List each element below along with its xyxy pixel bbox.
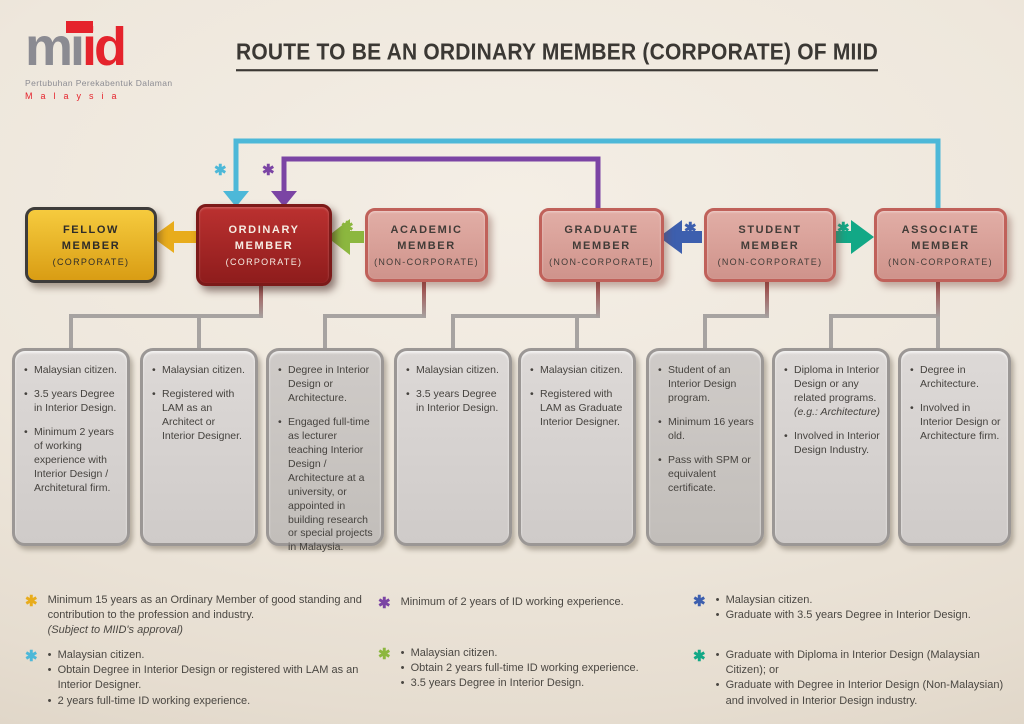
legend-asterisk-yellow: ✱ bbox=[25, 593, 38, 610]
member-box-student: STUDENT MEMBER (NON-CORPORATE) bbox=[704, 208, 836, 282]
member-name: ASSOCIATE MEMBER bbox=[901, 223, 980, 252]
member-name: ORDINARY MEMBER bbox=[228, 223, 300, 252]
logo-subtitle: Pertubuhan Perekabentuk Dalaman bbox=[25, 78, 173, 88]
requirement-item: Malaysian citizen. bbox=[530, 364, 626, 378]
requirement-item: Registered with LAM as Graduate Interior… bbox=[530, 388, 626, 430]
requirement-item: Malaysian citizen. bbox=[24, 364, 120, 378]
legend-purple-route: ✱ Minimum of 2 years of ID working exper… bbox=[378, 595, 678, 615]
legend-asterisk-cyan: ✱ bbox=[25, 648, 38, 665]
legend-text: Minimum 15 years as an Ordinary Member o… bbox=[47, 594, 362, 622]
asterisk-student-associate-route: ✱ bbox=[837, 220, 850, 237]
legend-fellow-route: ✱ Minimum 15 years as an Ordinary Member… bbox=[25, 593, 365, 639]
legend-asterisk-purple: ✱ bbox=[378, 595, 391, 612]
legend-teal-route: ✱ Graduate with Diploma in Interior Desi… bbox=[693, 648, 1023, 709]
requirement-item: 3.5 years Degree in Interior Design. bbox=[24, 388, 120, 416]
member-name: STUDENT MEMBER bbox=[738, 223, 802, 252]
member-subtype: (CORPORATE) bbox=[225, 257, 303, 268]
requirement-item: Degree in Architecture. bbox=[910, 364, 1001, 392]
requirement-item: Involved in Interior Design Industry. bbox=[784, 430, 880, 458]
legend-note: (Subject to MIID's approval) bbox=[47, 624, 183, 637]
asterisk-graduate-route: ✱ bbox=[262, 162, 275, 179]
requirement-item: Pass with SPM or equivalent certificate. bbox=[658, 454, 754, 496]
asterisk-student-graduate-route: ✱ bbox=[684, 220, 697, 237]
requirement-item: Minimum 2 years of working experience wi… bbox=[24, 426, 120, 496]
member-subtype: (NON-CORPORATE) bbox=[374, 257, 479, 268]
member-name: GRADUATE MEMBER bbox=[564, 223, 639, 252]
member-box-graduate: GRADUATE MEMBER (NON-CORPORATE) bbox=[539, 208, 664, 282]
requirements-ordinary-2: Malaysian citizen. Registered with LAM a… bbox=[140, 348, 258, 546]
legend-bullet: Obtain 2 years full-time ID working expe… bbox=[401, 661, 639, 676]
legend-green-route: ✱ Malaysian citizen. Obtain 2 years full… bbox=[378, 646, 678, 692]
legend-text: Minimum of 2 years of ID working experie… bbox=[400, 596, 624, 608]
member-name: FELLOW MEMBER bbox=[61, 223, 121, 252]
requirements-graduate-1: Malaysian citizen. 3.5 years Degree in I… bbox=[394, 348, 512, 546]
legend-asterisk-green: ✱ bbox=[378, 646, 391, 663]
member-box-fellow: FELLOW MEMBER (CORPORATE) bbox=[25, 207, 157, 283]
requirement-item: Diploma in Interior Design or any relate… bbox=[784, 364, 880, 420]
logo-red-bar bbox=[66, 21, 93, 33]
legend-asterisk-teal: ✱ bbox=[693, 648, 706, 665]
requirement-note: (e.g.: Architecture) bbox=[794, 405, 880, 418]
miid-logo: miid Pertubuhan Perekabentuk Dalaman Mal… bbox=[25, 18, 195, 101]
requirement-item: Minimum 16 years old. bbox=[658, 416, 754, 444]
member-subtype: (NON-CORPORATE) bbox=[888, 257, 993, 268]
member-subtype: (NON-CORPORATE) bbox=[549, 257, 654, 268]
asterisk-associate-route: ✱ bbox=[214, 162, 227, 179]
requirement-item: Registered with LAM as an Architect or I… bbox=[152, 388, 248, 444]
requirement-item: Malaysian citizen. bbox=[152, 364, 248, 378]
requirements-graduate-2: Malaysian citizen. Registered with LAM a… bbox=[518, 348, 636, 546]
legend-bullet: Graduate with 3.5 years Degree in Interi… bbox=[716, 608, 971, 623]
requirements-associate-2: Degree in Architecture. Involved in Inte… bbox=[898, 348, 1011, 546]
legend-blue-route: ✱ Malaysian citizen. Graduate with 3.5 y… bbox=[693, 593, 1023, 624]
requirement-item: Involved in Interior Design or Architect… bbox=[910, 402, 1001, 444]
legend-bullet: Malaysian citizen. bbox=[48, 648, 370, 663]
requirement-item: 3.5 years Degree in Interior Design. bbox=[406, 388, 502, 416]
member-subtype: (CORPORATE) bbox=[52, 257, 130, 268]
member-box-academic: ACADEMIC MEMBER (NON-CORPORATE) bbox=[365, 208, 488, 282]
asterisk-academic-route: ✱ bbox=[341, 219, 354, 236]
legend-bullet: Graduate with Diploma in Interior Design… bbox=[716, 648, 1023, 678]
page-title: ROUTE TO BE AN ORDINARY MEMBER (CORPORAT… bbox=[236, 40, 878, 72]
legend-asterisk-blue: ✱ bbox=[693, 593, 706, 610]
member-subtype: (NON-CORPORATE) bbox=[717, 257, 823, 268]
legend-bullet: Graduate with Degree in Interior Design … bbox=[716, 678, 1023, 708]
legend-bullet: Malaysian citizen. bbox=[716, 593, 971, 608]
miid-logo-wordmark: miid bbox=[25, 18, 195, 76]
requirements-student: Student of an Interior Design program. M… bbox=[646, 348, 764, 546]
member-box-associate: ASSOCIATE MEMBER (NON-CORPORATE) bbox=[874, 208, 1007, 282]
requirement-item: Malaysian citizen. bbox=[406, 364, 502, 378]
legend-bullet: 2 years full-time ID working experience. bbox=[48, 694, 370, 709]
requirements-associate-1: Diploma in Interior Design or any relate… bbox=[772, 348, 890, 546]
legend-bullet: 3.5 years Degree in Interior Design. bbox=[401, 676, 639, 691]
member-name: ACADEMIC MEMBER bbox=[390, 223, 463, 252]
legend-bullet: Malaysian citizen. bbox=[401, 646, 639, 661]
legend-bullet: Obtain Degree in Interior Design or regi… bbox=[48, 663, 370, 693]
legend-cyan-route: ✱ Malaysian citizen. Obtain Degree in In… bbox=[25, 648, 370, 709]
member-box-ordinary: ORDINARY MEMBER (CORPORATE) bbox=[196, 204, 332, 286]
requirement-item: Engaged full-time as lecturer teaching I… bbox=[278, 416, 374, 556]
logo-country: Malaysia bbox=[25, 91, 125, 101]
requirement-item: Student of an Interior Design program. bbox=[658, 364, 754, 406]
requirements-academic: Degree in Interior Design or Architectur… bbox=[266, 348, 384, 553]
requirement-item: Degree in Interior Design or Architectur… bbox=[278, 364, 374, 406]
requirements-ordinary-1: Malaysian citizen. 3.5 years Degree in I… bbox=[12, 348, 130, 546]
